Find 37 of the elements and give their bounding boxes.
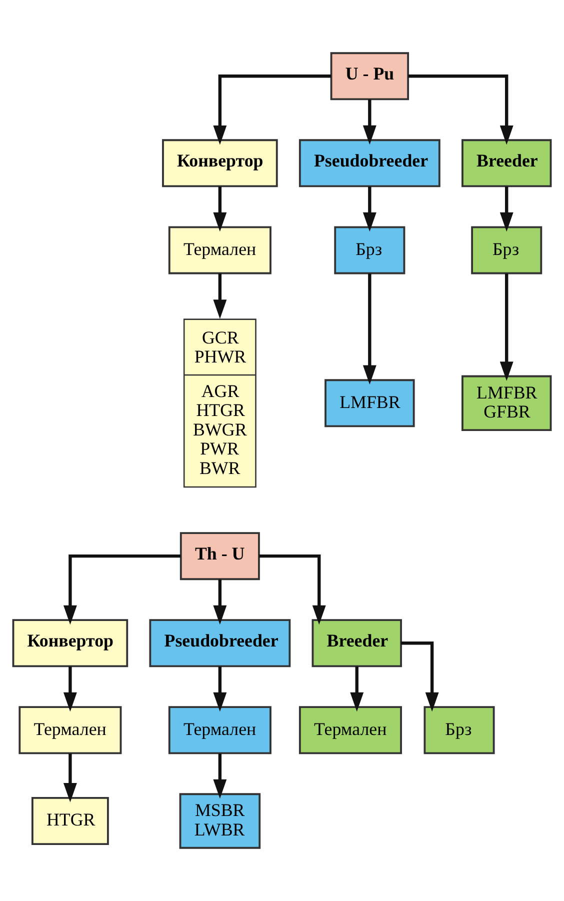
node-box: MSBR LWBR [179, 793, 261, 849]
arrow [213, 74, 332, 145]
node-box: Конвертор [162, 139, 278, 188]
arrow [362, 273, 376, 385]
node-box: Pseudobreeder [149, 619, 291, 668]
node-box: Конвертор [12, 619, 128, 668]
node-box: Термален [168, 706, 272, 754]
arrow [213, 666, 227, 712]
arrow [63, 754, 77, 802]
node-box: Breeder [462, 139, 552, 188]
node-box: LMFBR GFBR [462, 375, 552, 431]
node-box: Th - U [180, 532, 260, 580]
node-box: LMFBR [324, 379, 415, 428]
node-box: Pseudobreeder [298, 139, 440, 188]
arrow [362, 186, 376, 232]
arrow [63, 666, 77, 712]
node-box: HTGR [31, 797, 109, 845]
arrow [362, 99, 376, 145]
node-box: U - Pu [330, 52, 410, 100]
arrow [213, 186, 227, 232]
arrow [259, 554, 326, 625]
arrow [213, 579, 227, 625]
node-box: Брз [334, 226, 406, 274]
node-box: Термален [298, 706, 402, 754]
arrow [500, 186, 514, 232]
node-box: Термален [18, 706, 122, 754]
arrow [500, 273, 514, 381]
arrow [350, 666, 364, 712]
node-box: Брз [424, 706, 495, 754]
arrow [401, 642, 439, 712]
node-box: Брз [471, 226, 542, 274]
arrow [408, 74, 514, 145]
arrow [213, 273, 227, 319]
arrow [213, 754, 227, 799]
arrow [63, 554, 181, 625]
node-box: Breeder [312, 619, 402, 668]
node-box: Термален [168, 226, 272, 274]
